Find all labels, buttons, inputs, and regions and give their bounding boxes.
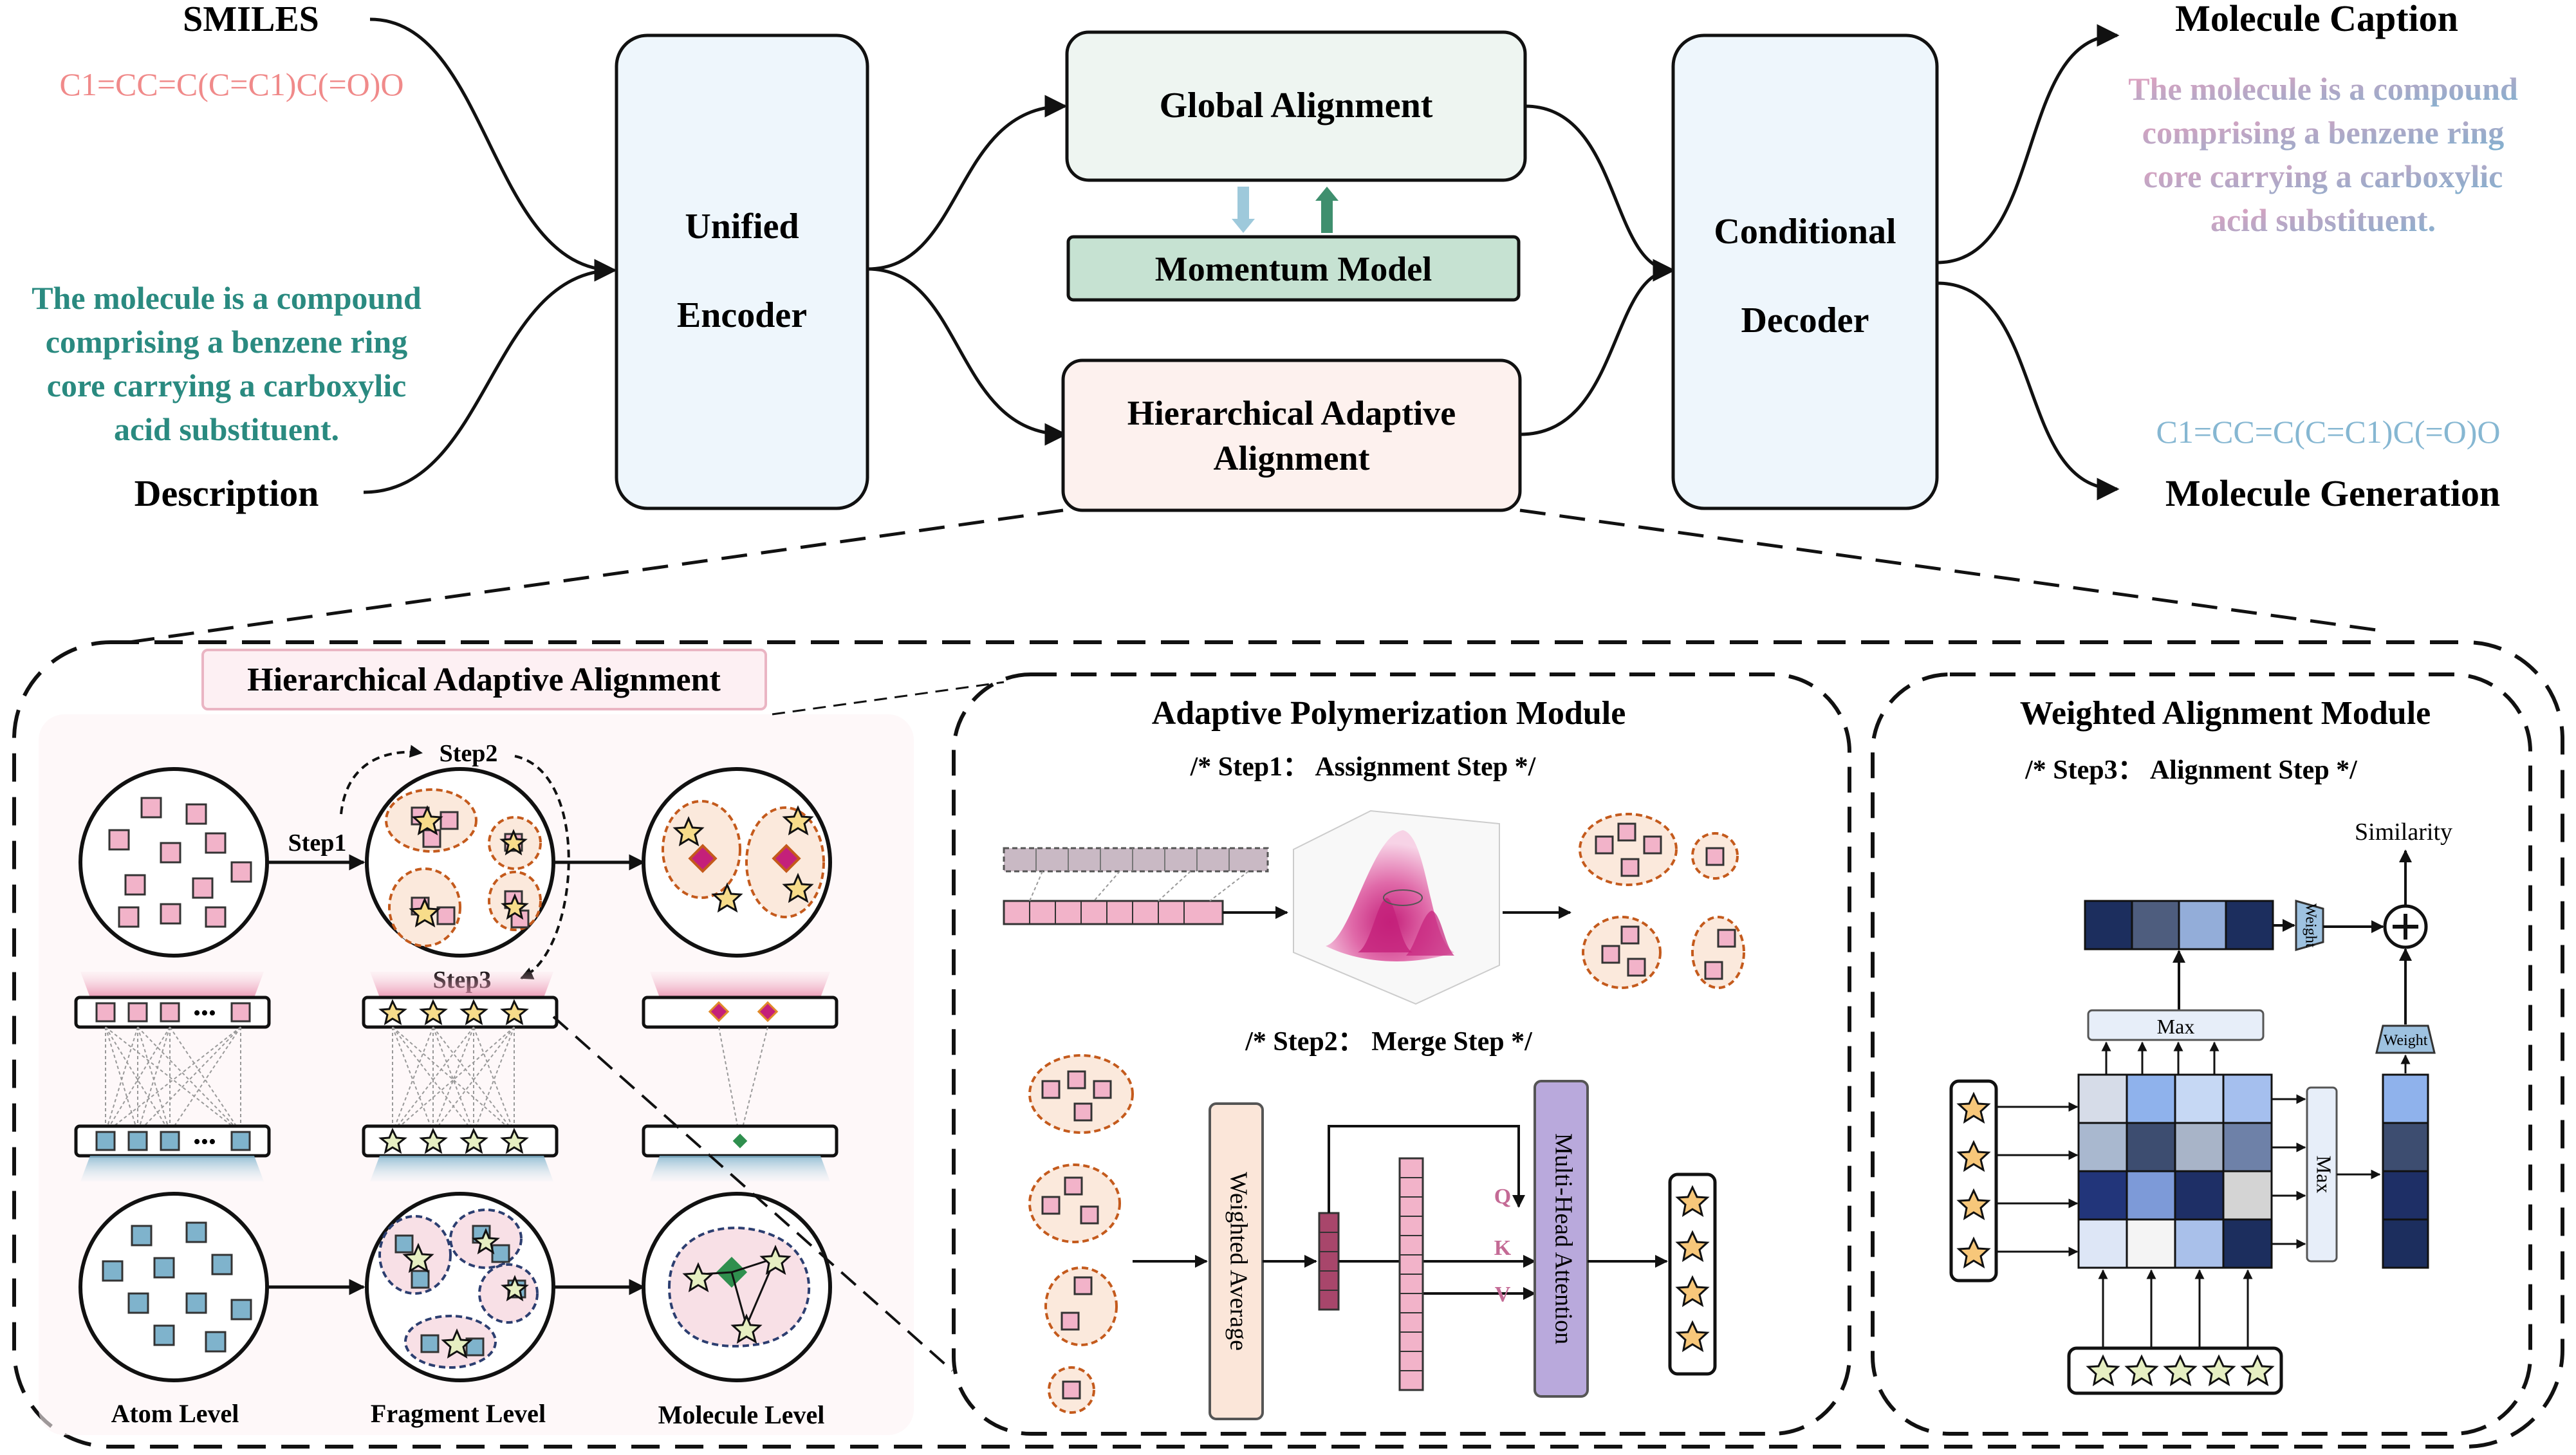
weight-label-2: Weight [2384,1032,2428,1049]
haa-detail-panel [12,640,2564,1449]
token-column [1398,1157,1424,1391]
step2-loop-in [340,745,423,815]
encoder-label-1: Unified [685,207,799,246]
weighted-vertical-vector [2382,1073,2429,1269]
smiles-label: SMILES [183,0,319,39]
atom-token-bars: ••• ••• [74,972,271,1182]
molecule-circle-bottom [642,1192,832,1382]
decoder-label-1: Conditional [1714,212,1896,252]
apm-step2: /* Step2： Merge Step */ [1245,1027,1533,1057]
haa-label-2: Alignment [1214,439,1370,477]
generation-title: Molecule Generation [2165,472,2500,514]
star-icon [409,805,529,928]
similarity-matrix [2077,1073,2273,1269]
zoom-line-left [128,508,1064,644]
weighted-max-vector [2084,900,2274,950]
molecule-star-row [2067,1346,2283,1395]
merge-inputs [1028,1054,1134,1414]
svg-text:core carrying a carboxylic: core carrying a carboxylic [47,367,407,403]
svg-text:acid substituent.: acid substituent. [2210,202,2436,238]
atom-circle-top [79,767,269,958]
atom-circle-bottom [79,1192,269,1382]
atom-level-label: Atom Level [111,1399,239,1428]
molecule-level-label: Molecule Level [658,1400,825,1429]
k-label: K [1494,1236,1512,1260]
assignment-token-rows [1003,847,1288,925]
apm-panel [952,672,1851,1436]
fragment-circle-top [365,767,555,958]
global-alignment-label: Global Alignment [1160,86,1433,125]
svg-text:•••: ••• [193,1130,216,1154]
apm-step1: /* Step1： Assignment Step */ [1190,752,1537,782]
max-label-vertical: Max [2313,1156,2336,1194]
similarity-label: Similarity [2355,819,2452,846]
generated-smiles-text: C1=CC=C(C=C1)C(=O)O [2156,414,2500,450]
conditional-decoder-box [1671,33,1939,510]
fragment-circle-bottom [365,1192,555,1382]
text-star-column [1949,1079,1998,1283]
svg-text:The molecule is a compound: The molecule is a compound [2128,71,2518,107]
encoder-to-haa-arrow [867,267,1068,446]
weight-trapezoid-2 [2375,1024,2436,1054]
max-box-horizontal [2087,1009,2265,1041]
description-input-text: The molecule is a compound comprising a … [32,280,422,447]
molecule-token-bars [642,972,839,1182]
caption-output-text: The molecule is a compound comprising a … [2128,71,2518,238]
max-label-horizontal: Max [2157,1015,2195,1038]
apm-title: Adaptive Polymerization Module [1152,695,1626,732]
apm-zoom-line-bottom [552,1015,954,1372]
multi-head-attention-box [1534,1080,1589,1398]
svg-text:The molecule is a compound: The molecule is a compound [32,280,422,316]
apm-output-stars [1668,1172,1717,1376]
momentum-model-label: Momentum Model [1155,250,1432,288]
svg-text:•••: ••• [193,1001,216,1025]
step2-label: Step2 [440,740,498,767]
plus-circle-icon [2383,904,2428,949]
star-icon [672,805,814,913]
step1-label: Step1 [288,829,347,857]
apm-zoom-line-top [772,681,1005,716]
weight-label-1: Weight [2302,904,2319,948]
haa-label-1: Hierarchical Adaptive [1127,394,1456,432]
svg-text:acid substituent.: acid substituent. [114,411,339,447]
q-label: Q [1494,1185,1511,1209]
molecule-circle-top [642,767,832,958]
weighted-average-label: Weighted Average [1225,1172,1252,1351]
desc-to-encoder-arrow [363,259,617,494]
unified-encoder-box [615,33,869,510]
encoder-label-2: Encoder [677,295,807,335]
decoder-label-2: Decoder [1741,301,1869,340]
wam-panel [1871,672,2532,1436]
wam-title: Weighted Alignment Module [2020,695,2431,732]
caption-title: Molecule Caption [2175,0,2458,39]
fragment-token-bars [362,972,559,1182]
wam-step3: /* Step3： Alignment Step */ [2025,755,2358,785]
svg-text:comprising a benzene ring: comprising a benzene ring [46,324,407,360]
qkv-paths [1328,1125,1536,1300]
v-label: V [1495,1283,1511,1306]
encoder-to-global-arrow [867,95,1068,271]
svg-text:core carrying a carboxylic: core carrying a carboxylic [2144,158,2503,194]
fragment-level-label: Fragment Level [371,1399,546,1428]
global-to-decoder-arrow [1524,104,1676,282]
haa-to-decoder-arrow [1519,259,1676,436]
density-plot [1293,810,1500,1005]
haa-box [1061,358,1522,512]
smiles-to-encoder-arrow [369,17,617,282]
haa-tag-label: Hierarchical Adaptive Alignment [247,662,721,698]
decoder-to-caption-arrow [1936,24,2120,264]
momentum-model-box [1066,235,1521,302]
mha-label: Multi-Head Attention [1550,1133,1577,1344]
smiles-input-text: C1=CC=C(C=C1)C(=O)O [59,66,403,102]
description-label: Description [134,472,319,514]
weight-trapezoid-1 [2295,900,2324,951]
assigned-clusters [1579,813,1745,989]
haa-tag-box [201,649,767,710]
decoder-to-generation-arrow [1936,281,2120,501]
zoom-line-right [1519,508,2382,633]
svg-text:comprising a benzene ring: comprising a benzene ring [2142,115,2504,151]
pooled-vector [1318,1212,1340,1311]
